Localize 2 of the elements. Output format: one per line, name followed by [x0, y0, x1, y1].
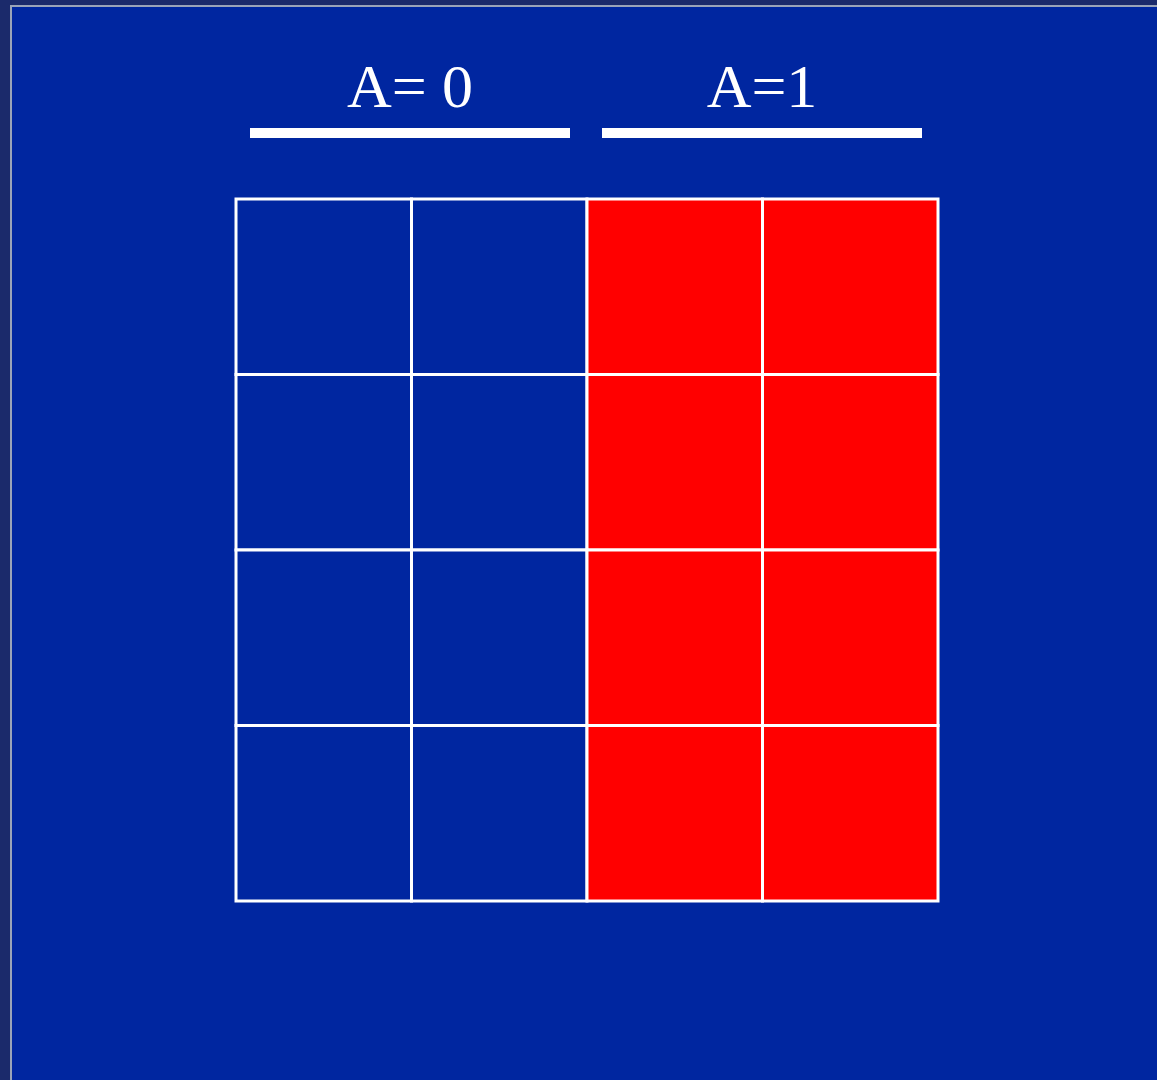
- column-label: A= 0: [346, 51, 474, 122]
- column-label: A=1: [706, 51, 818, 122]
